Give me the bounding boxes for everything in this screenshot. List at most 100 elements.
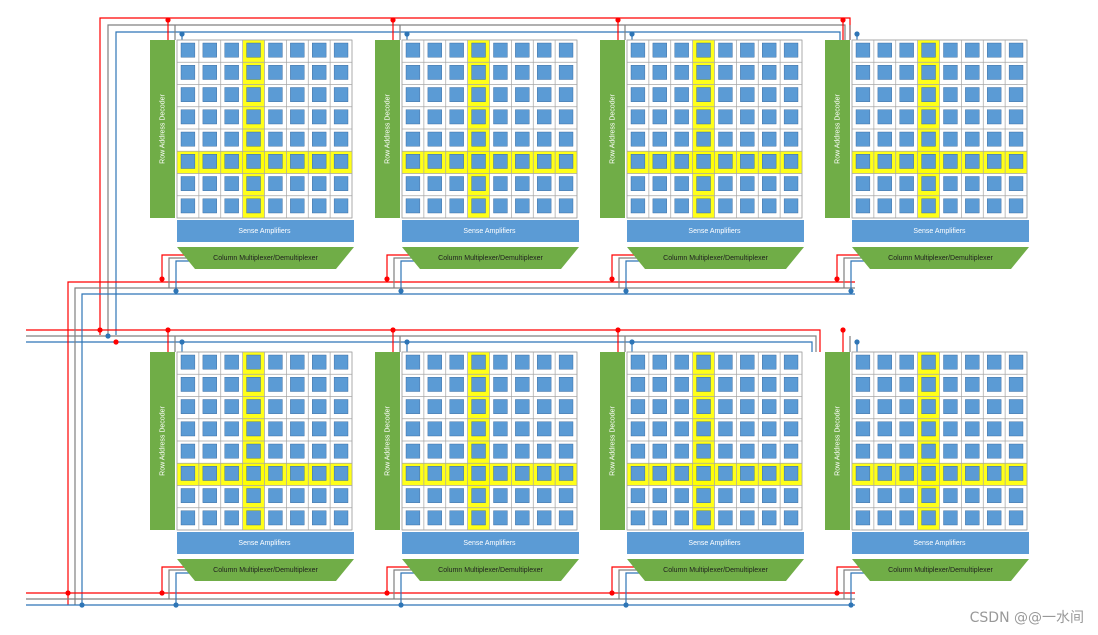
memory-cell (290, 510, 305, 526)
memory-cell (202, 176, 217, 191)
memory-cell (674, 466, 689, 481)
memory-cell (268, 176, 283, 191)
memory-cell (471, 510, 486, 526)
memory-cell (855, 421, 871, 437)
memory-cell (652, 109, 667, 125)
memory-cell (312, 65, 327, 80)
memory-cell (449, 399, 464, 414)
memory-cell (333, 399, 349, 414)
memory-cell (987, 109, 1002, 125)
bus-data-top-1 (74, 287, 855, 605)
memory-cell (202, 42, 217, 58)
memory-cell (965, 131, 980, 147)
memory-cell (246, 377, 261, 392)
memory-cell (899, 176, 914, 191)
memory-cell (268, 443, 283, 459)
memory-cell (405, 354, 421, 370)
memory-cell (471, 176, 486, 191)
memory-cell (537, 354, 552, 370)
memory-cell (224, 377, 239, 392)
memory-cell (427, 198, 442, 214)
memory-cell (762, 87, 777, 102)
bus-data-node-top-2-0 (609, 276, 615, 282)
memory-cell (202, 421, 217, 437)
memory-cell (652, 154, 667, 169)
sense-amplifiers (627, 532, 804, 554)
memory-cell (652, 176, 667, 191)
memory-cell (449, 443, 464, 459)
memory-cell (855, 109, 871, 125)
memory-cell (558, 377, 574, 392)
memory-cell (652, 42, 667, 58)
row-address-decoder (150, 352, 175, 530)
memory-cell (630, 421, 646, 437)
memory-cell (783, 176, 799, 191)
sense-amplifiers-label: Sense Amplifiers (238, 228, 291, 235)
memory-cell (290, 154, 305, 169)
memory-cell (290, 87, 305, 102)
memory-cell (333, 488, 349, 503)
memory-cell (921, 131, 936, 147)
memory-cell (630, 65, 646, 80)
memory-cell (246, 109, 261, 125)
memory-cell (783, 466, 799, 481)
memory-cell (674, 42, 689, 58)
bus-node-top-0-0 (165, 17, 171, 23)
column-multiplexer-label: Column Multiplexer/Demultiplexer (213, 255, 318, 262)
memory-cell (246, 176, 261, 191)
memory-cell (1008, 354, 1024, 370)
sense-amplifiers-label: Sense Amplifiers (463, 540, 516, 547)
memory-cell (630, 377, 646, 392)
memory-cell (652, 510, 667, 526)
memory-cell (493, 488, 508, 503)
memory-cell (515, 510, 530, 526)
memory-cell (405, 176, 421, 191)
sense-amplifiers (627, 220, 804, 242)
row-address-decoder (375, 352, 400, 530)
memory-cell (312, 109, 327, 125)
memory-cell (202, 198, 217, 214)
memory-cell (246, 198, 261, 214)
memory-cell (783, 488, 799, 503)
memory-cell (427, 354, 442, 370)
memory-cell (449, 377, 464, 392)
memory-cell (899, 510, 914, 526)
memory-cell (783, 354, 799, 370)
memory-cell (762, 377, 777, 392)
bus-join-red-2 (113, 339, 119, 345)
memory-cell (246, 510, 261, 526)
memory-cell (333, 510, 349, 526)
memory-cell (1008, 443, 1024, 459)
memory-cell (312, 510, 327, 526)
memory-cell (921, 443, 936, 459)
memory-cell (718, 198, 733, 214)
memory-cell (943, 488, 958, 503)
memory-cell (471, 154, 486, 169)
memory-cell (268, 42, 283, 58)
memory-cell (493, 421, 508, 437)
memory-cell (1008, 65, 1024, 80)
memory-cell (877, 466, 892, 481)
bus-data-node-top-1-2 (398, 288, 404, 294)
memory-cell (762, 154, 777, 169)
memory-cell (449, 154, 464, 169)
memory-cell (630, 87, 646, 102)
memory-cell (740, 65, 755, 80)
memory-cell (921, 354, 936, 370)
memory-cell (965, 109, 980, 125)
memory-cell (333, 109, 349, 125)
bus-data-node-bot-2-2 (623, 602, 629, 608)
row-address-decoder (150, 40, 175, 218)
memory-cell (965, 154, 980, 169)
memory-cell (718, 399, 733, 414)
memory-cell (471, 65, 486, 80)
memory-cell (899, 354, 914, 370)
memory-cell (943, 443, 958, 459)
memory-cell (943, 154, 958, 169)
memory-cell (652, 87, 667, 102)
memory-cell (333, 65, 349, 80)
memory-cell (312, 87, 327, 102)
memory-cell (740, 154, 755, 169)
memory-cell (987, 65, 1002, 80)
memory-cell (921, 421, 936, 437)
